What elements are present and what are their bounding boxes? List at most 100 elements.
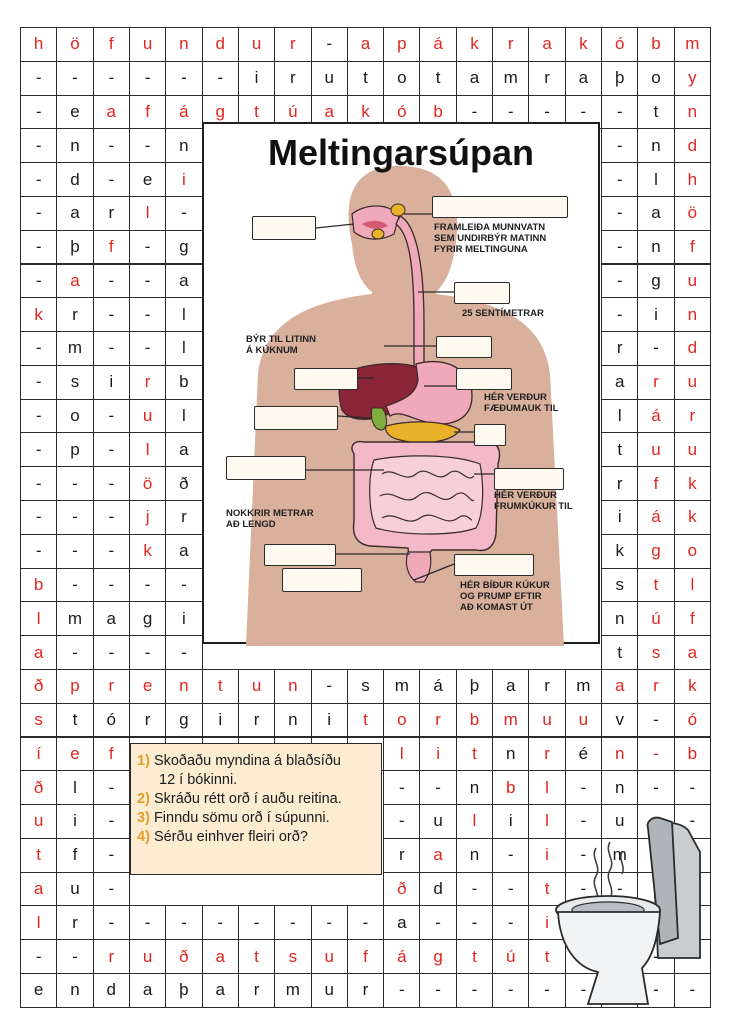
grid-cell[interactable]: n xyxy=(274,668,312,704)
grid-cell[interactable]: u xyxy=(528,702,566,738)
grid-cell[interactable]: m xyxy=(564,668,603,704)
grid-cell[interactable]: r xyxy=(56,905,94,941)
grid-cell[interactable]: s xyxy=(637,635,675,670)
grid-cell[interactable]: - xyxy=(56,500,94,535)
grid-cell[interactable]: g xyxy=(128,601,167,637)
grid-cell[interactable]: - xyxy=(92,905,130,941)
grid-cell[interactable]: - xyxy=(92,770,130,806)
grid-cell[interactable]: m xyxy=(492,60,530,96)
grid-cell[interactable]: é xyxy=(564,736,603,772)
grid-cell[interactable]: b xyxy=(455,702,494,738)
grid-cell[interactable]: i xyxy=(310,702,348,738)
grid-cell[interactable]: u xyxy=(128,939,167,974)
grid-cell[interactable]: u xyxy=(237,668,276,704)
grid-cell[interactable]: l xyxy=(601,398,639,434)
grid-cell[interactable]: - xyxy=(128,905,167,941)
grid-cell[interactable]: l xyxy=(528,770,566,806)
grid-cell[interactable]: - xyxy=(492,871,530,907)
grid-cell[interactable]: a xyxy=(455,60,494,96)
grid-cell[interactable]: k xyxy=(673,668,711,704)
grid-cell[interactable]: d xyxy=(673,331,711,366)
grid-cell[interactable]: - xyxy=(92,432,130,468)
grid-cell[interactable]: - xyxy=(92,162,130,197)
grid-cell[interactable]: - xyxy=(92,128,130,164)
grid-cell[interactable]: a xyxy=(56,195,94,231)
grid-cell[interactable]: b xyxy=(165,364,203,400)
grid-cell[interactable]: t xyxy=(419,60,457,96)
grid-cell[interactable]: t xyxy=(346,702,385,738)
grid-cell[interactable]: - xyxy=(20,162,58,197)
grid-cell[interactable]: r xyxy=(601,331,639,366)
grid-cell[interactable]: r xyxy=(128,364,167,400)
grid-cell[interactable]: t xyxy=(637,567,675,603)
grid-cell[interactable]: f xyxy=(673,229,711,265)
grid-cell[interactable]: r xyxy=(56,297,94,333)
grid-cell[interactable]: - xyxy=(92,500,130,535)
grid-cell[interactable]: - xyxy=(92,263,130,299)
grid-cell[interactable]: - xyxy=(20,94,58,130)
grid-cell[interactable]: d xyxy=(92,973,130,1008)
grid-cell[interactable]: m xyxy=(383,668,421,704)
grid-cell[interactable]: u xyxy=(20,804,58,839)
grid-cell[interactable]: r xyxy=(637,364,675,400)
answer-box-small-intestine[interactable] xyxy=(226,456,306,480)
grid-cell[interactable]: a xyxy=(564,60,603,96)
grid-cell[interactable]: r xyxy=(346,973,385,1008)
grid-cell[interactable]: t xyxy=(56,702,94,738)
grid-cell[interactable]: b xyxy=(492,770,530,806)
grid-cell[interactable]: - xyxy=(601,229,639,265)
grid-cell[interactable]: n xyxy=(165,668,203,704)
grid-cell[interactable]: - xyxy=(20,466,58,501)
grid-cell[interactable]: r xyxy=(274,27,312,62)
grid-cell[interactable]: u xyxy=(237,27,276,62)
grid-cell[interactable]: l xyxy=(128,195,167,231)
grid-cell[interactable]: - xyxy=(56,60,94,96)
grid-cell[interactable]: n xyxy=(455,837,494,873)
answer-box-stomach[interactable] xyxy=(456,368,512,390)
grid-cell[interactable]: á xyxy=(165,94,203,130)
grid-cell[interactable]: m xyxy=(274,973,312,1008)
grid-cell[interactable]: u xyxy=(673,263,711,299)
grid-cell[interactable]: ö xyxy=(56,27,94,62)
grid-cell[interactable]: þ xyxy=(601,60,639,96)
grid-cell[interactable]: n xyxy=(601,770,639,806)
grid-cell[interactable]: - xyxy=(20,398,58,434)
grid-cell[interactable]: - xyxy=(20,229,58,265)
grid-cell[interactable]: - xyxy=(20,331,58,366)
grid-cell[interactable]: u xyxy=(128,27,167,62)
grid-cell[interactable]: p xyxy=(56,668,94,704)
grid-cell[interactable]: b xyxy=(637,27,675,62)
grid-cell[interactable]: þ xyxy=(165,973,203,1008)
grid-cell[interactable]: i xyxy=(56,804,94,839)
grid-cell[interactable]: i xyxy=(165,162,203,197)
grid-cell[interactable]: ó xyxy=(673,702,711,738)
answer-box-large-intestine[interactable] xyxy=(494,468,564,490)
grid-cell[interactable]: s xyxy=(601,567,639,603)
grid-cell[interactable]: l xyxy=(455,804,494,839)
grid-cell[interactable]: á xyxy=(419,27,457,62)
grid-cell[interactable]: - xyxy=(601,94,639,130)
grid-cell[interactable]: - xyxy=(56,635,94,670)
grid-cell[interactable]: - xyxy=(201,60,239,96)
grid-cell[interactable]: t xyxy=(201,668,239,704)
grid-cell[interactable]: - xyxy=(310,27,348,62)
answer-box-pancreas[interactable] xyxy=(474,424,506,446)
grid-cell[interactable]: b xyxy=(20,567,58,603)
grid-cell[interactable]: u xyxy=(310,60,348,96)
grid-cell[interactable]: u xyxy=(564,702,603,738)
grid-cell[interactable]: u xyxy=(310,939,348,974)
grid-cell[interactable]: - xyxy=(637,331,675,366)
answer-box-rectum[interactable] xyxy=(282,568,362,592)
grid-cell[interactable]: d xyxy=(673,128,711,164)
grid-cell[interactable]: r xyxy=(92,668,130,704)
grid-cell[interactable]: r xyxy=(92,195,130,231)
grid-cell[interactable]: f xyxy=(128,94,167,130)
grid-cell[interactable]: e xyxy=(56,94,94,130)
grid-cell[interactable]: - xyxy=(601,195,639,231)
grid-cell[interactable]: f xyxy=(637,466,675,501)
grid-cell[interactable]: n xyxy=(492,736,530,772)
answer-box-mouth[interactable] xyxy=(252,216,316,240)
grid-cell[interactable]: - xyxy=(20,60,58,96)
grid-cell[interactable]: a xyxy=(673,635,711,670)
grid-cell[interactable]: d xyxy=(201,27,239,62)
